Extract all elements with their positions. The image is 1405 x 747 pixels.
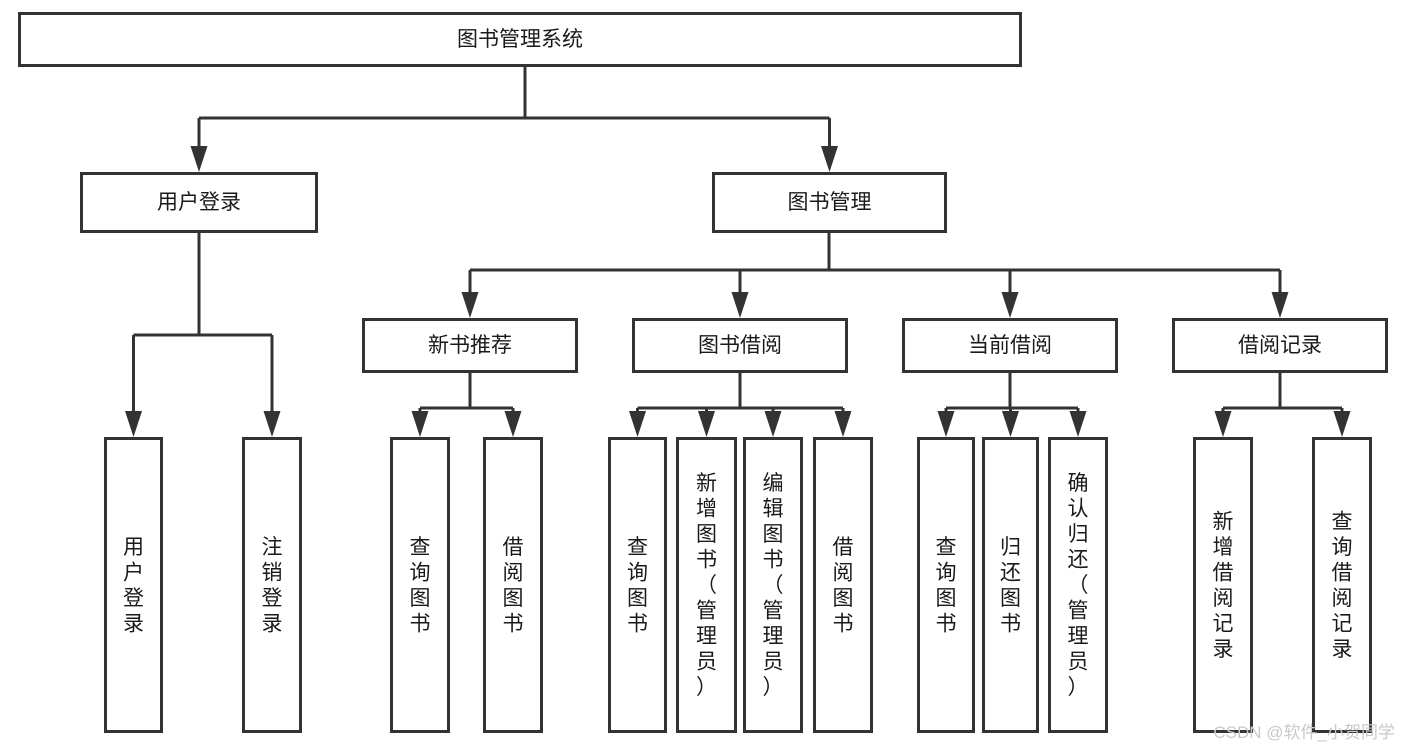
node-borrow-record[interactable]: 借阅记录 bbox=[1172, 318, 1388, 373]
node-label: 当前借阅 bbox=[968, 334, 1052, 357]
node-box[interactable] bbox=[1172, 318, 1388, 373]
arrowhead-icon bbox=[1001, 292, 1019, 318]
node-leaf-query-book-2[interactable]: 查询图书 bbox=[608, 437, 667, 733]
connector-group-borrow-record bbox=[1214, 373, 1351, 437]
node-box[interactable] bbox=[80, 172, 318, 233]
node-leaf-borrow-book-2[interactable]: 借阅图书 bbox=[813, 437, 873, 733]
node-label: 查询图书 bbox=[627, 536, 648, 636]
node-box[interactable] bbox=[632, 318, 848, 373]
node-box[interactable] bbox=[18, 12, 1022, 67]
node-box[interactable] bbox=[483, 437, 543, 733]
arrowhead-icon bbox=[821, 146, 838, 172]
node-leaf-add-record[interactable]: 新增借阅记录 bbox=[1193, 437, 1253, 733]
node-label: 查询图书 bbox=[936, 536, 957, 636]
node-label: 图书借阅 bbox=[698, 334, 782, 357]
arrowhead-icon bbox=[834, 411, 852, 437]
node-leaf-query-record[interactable]: 查询借阅记录 bbox=[1312, 437, 1372, 733]
node-user-login[interactable]: 用户登录 bbox=[80, 172, 318, 233]
node-label: 确认归还（管理员） bbox=[1068, 472, 1089, 699]
node-box[interactable] bbox=[104, 437, 163, 733]
node-label: 归还图书 bbox=[1000, 536, 1021, 636]
connector-group-current-borrow bbox=[937, 373, 1087, 437]
node-box[interactable] bbox=[242, 437, 302, 733]
node-box[interactable] bbox=[608, 437, 667, 733]
node-leaf-add-book[interactable]: 新增图书（管理员） bbox=[676, 437, 737, 733]
node-label: 新增借阅记录 bbox=[1213, 510, 1234, 661]
arrowhead-icon bbox=[125, 411, 142, 437]
node-box[interactable] bbox=[1193, 437, 1253, 733]
arrowhead-icon bbox=[937, 411, 955, 437]
node-label: 图书管理系统 bbox=[457, 28, 583, 51]
connector-group-new-book-rec bbox=[411, 373, 522, 437]
arrowhead-icon bbox=[461, 292, 479, 318]
node-new-book-rec[interactable]: 新书推荐 bbox=[362, 318, 578, 373]
node-box[interactable] bbox=[390, 437, 450, 733]
arrowhead-icon bbox=[1002, 411, 1019, 437]
connector-group-root bbox=[190, 67, 838, 172]
arrowhead-icon bbox=[411, 411, 429, 437]
node-label: 借阅图书 bbox=[833, 536, 854, 636]
node-box[interactable] bbox=[1048, 437, 1108, 733]
node-label: 编辑图书（管理员） bbox=[763, 472, 784, 699]
arrowhead-icon bbox=[764, 411, 782, 437]
node-label: 注销登录 bbox=[262, 536, 283, 636]
node-root[interactable]: 图书管理系统 bbox=[18, 12, 1022, 67]
arrowhead-icon bbox=[698, 411, 715, 437]
arrowhead-icon bbox=[629, 411, 646, 437]
node-box[interactable] bbox=[917, 437, 975, 733]
arrowhead-icon bbox=[263, 411, 281, 437]
node-label: 图书管理 bbox=[788, 191, 872, 214]
connector-group-book-borrow bbox=[629, 373, 852, 437]
arrowhead-icon bbox=[1271, 292, 1289, 318]
node-label: 用户登录 bbox=[123, 536, 144, 636]
node-label: 查询借阅记录 bbox=[1332, 510, 1353, 661]
node-box[interactable] bbox=[676, 437, 737, 733]
arrowhead-icon bbox=[1069, 411, 1087, 437]
connector-group-user-login bbox=[125, 233, 281, 437]
node-leaf-query-book-3[interactable]: 查询图书 bbox=[917, 437, 975, 733]
node-box[interactable] bbox=[982, 437, 1039, 733]
connector-layer bbox=[125, 67, 1351, 437]
node-book-manage[interactable]: 图书管理 bbox=[712, 172, 947, 233]
arrowhead-icon bbox=[731, 292, 749, 318]
node-current-borrow[interactable]: 当前借阅 bbox=[902, 318, 1118, 373]
connector-group-book-manage bbox=[461, 233, 1289, 318]
node-box[interactable] bbox=[712, 172, 947, 233]
node-leaf-user-login[interactable]: 用户登录 bbox=[104, 437, 163, 733]
node-label: 查询图书 bbox=[410, 536, 431, 636]
arrowhead-icon bbox=[1333, 411, 1351, 437]
node-box[interactable] bbox=[1312, 437, 1372, 733]
node-label: 借阅记录 bbox=[1238, 334, 1322, 357]
node-book-borrow[interactable]: 图书借阅 bbox=[632, 318, 848, 373]
arrowhead-icon bbox=[504, 411, 522, 437]
arrowhead-icon bbox=[1214, 411, 1232, 437]
node-layer: 图书管理系统用户登录图书管理新书推荐图书借阅当前借阅借阅记录用户登录注销登录查询… bbox=[18, 12, 1388, 733]
node-leaf-return-book[interactable]: 归还图书 bbox=[982, 437, 1039, 733]
node-box[interactable] bbox=[743, 437, 803, 733]
node-leaf-logout[interactable]: 注销登录 bbox=[242, 437, 302, 733]
node-leaf-query-book-1[interactable]: 查询图书 bbox=[390, 437, 450, 733]
node-label: 新书推荐 bbox=[428, 334, 512, 357]
node-leaf-borrow-book-1[interactable]: 借阅图书 bbox=[483, 437, 543, 733]
node-leaf-edit-book[interactable]: 编辑图书（管理员） bbox=[743, 437, 803, 733]
node-leaf-confirm-return[interactable]: 确认归还（管理员） bbox=[1048, 437, 1108, 733]
node-box[interactable] bbox=[362, 318, 578, 373]
csdn-watermark: CSDN @软件_小贺同学 bbox=[1213, 723, 1395, 742]
arrowhead-icon bbox=[190, 146, 208, 172]
node-label: 用户登录 bbox=[157, 191, 241, 214]
node-label: 借阅图书 bbox=[503, 536, 524, 636]
node-label: 新增图书（管理员） bbox=[696, 472, 717, 699]
node-box[interactable] bbox=[813, 437, 873, 733]
node-box[interactable] bbox=[902, 318, 1118, 373]
